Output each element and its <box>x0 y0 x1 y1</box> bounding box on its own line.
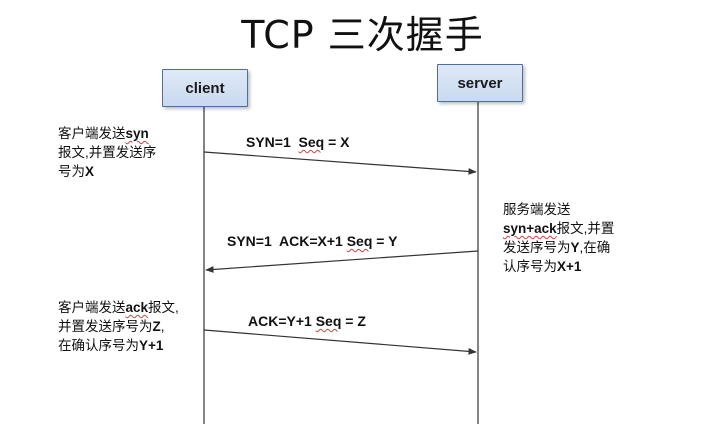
note-text: 认序号为 <box>503 259 557 274</box>
note-text: 发送序号为 <box>503 240 571 255</box>
note-text: 报文,并置 <box>556 221 615 236</box>
note-text: 号为 <box>58 164 85 179</box>
note-text: 并置发送序号为 <box>58 319 153 334</box>
msg-text: = X <box>324 134 350 150</box>
note-value: Y+1 <box>139 338 164 353</box>
client-ack-note: 客户端发送ack报文, 并置发送序号为Z, 在确认序号为Y+1 <box>58 298 179 355</box>
note-row: 客户端发送ack报文, <box>58 298 179 317</box>
note-keyword: syn+ack <box>503 221 557 236</box>
note-text: 报文,并置发送序 <box>58 145 157 160</box>
note-row: syn+ack报文,并置 <box>503 219 614 238</box>
note-row: 发送序号为Y,在确 <box>503 238 614 257</box>
msg-text: ACK=Y+1 <box>248 313 316 329</box>
note-value: X+1 <box>557 259 582 274</box>
msg-seq-word: Seq <box>298 134 325 150</box>
syn-arrow <box>203 151 477 175</box>
ack-arrow <box>203 329 477 355</box>
note-row: 报文,并置发送序 <box>58 143 156 162</box>
server-box: server <box>437 64 523 102</box>
syn-ack-message-label: SYN=1 ACK=X+1 Seq = Y <box>227 233 397 249</box>
note-row: 在确认序号为Y+1 <box>58 336 179 355</box>
msg-text: SYN=1 <box>246 134 299 150</box>
note-keyword: ack <box>125 300 149 315</box>
client-syn-note: 客户端发送syn 报文,并置发送序 号为X <box>58 124 156 181</box>
server-syn-ack-note: 服务端发送 syn+ack报文,并置 发送序号为Y,在确 认序号为X+1 <box>503 200 614 276</box>
msg-text: = Z <box>341 313 366 329</box>
client-box: client <box>162 69 248 107</box>
note-value: Z <box>152 319 161 334</box>
client-label: client <box>185 79 225 97</box>
note-row: 并置发送序号为Z, <box>58 317 179 336</box>
note-value: Y <box>570 240 580 255</box>
msg-text: = Y <box>372 233 398 249</box>
note-text: 服务端发送 <box>503 202 571 217</box>
note-row: 服务端发送 <box>503 200 614 219</box>
note-row: 号为X <box>58 162 156 181</box>
note-row: 认序号为X+1 <box>503 257 614 276</box>
msg-seq-word: Seq <box>315 313 342 329</box>
msg-seq-word: Seq <box>346 233 373 249</box>
note-text: 客户端发送 <box>58 126 126 141</box>
note-text: 在确认序号为 <box>58 338 139 353</box>
syn-ack-arrow <box>205 250 479 273</box>
syn-message-label: SYN=1 Seq = X <box>246 134 350 150</box>
diagram-title: TCP 三次握手 <box>241 13 484 57</box>
note-row: 客户端发送syn <box>58 124 156 143</box>
msg-text: SYN=1 ACK=X+1 <box>227 233 347 249</box>
note-value: X <box>85 164 95 179</box>
note-text: 客户端发送 <box>58 300 126 315</box>
note-keyword: syn <box>125 126 149 141</box>
note-text: ,在确 <box>579 240 611 255</box>
note-text: 报文, <box>148 300 179 315</box>
server-label: server <box>457 74 503 92</box>
note-text: , <box>160 319 165 334</box>
ack-message-label: ACK=Y+1 Seq = Z <box>248 313 366 329</box>
